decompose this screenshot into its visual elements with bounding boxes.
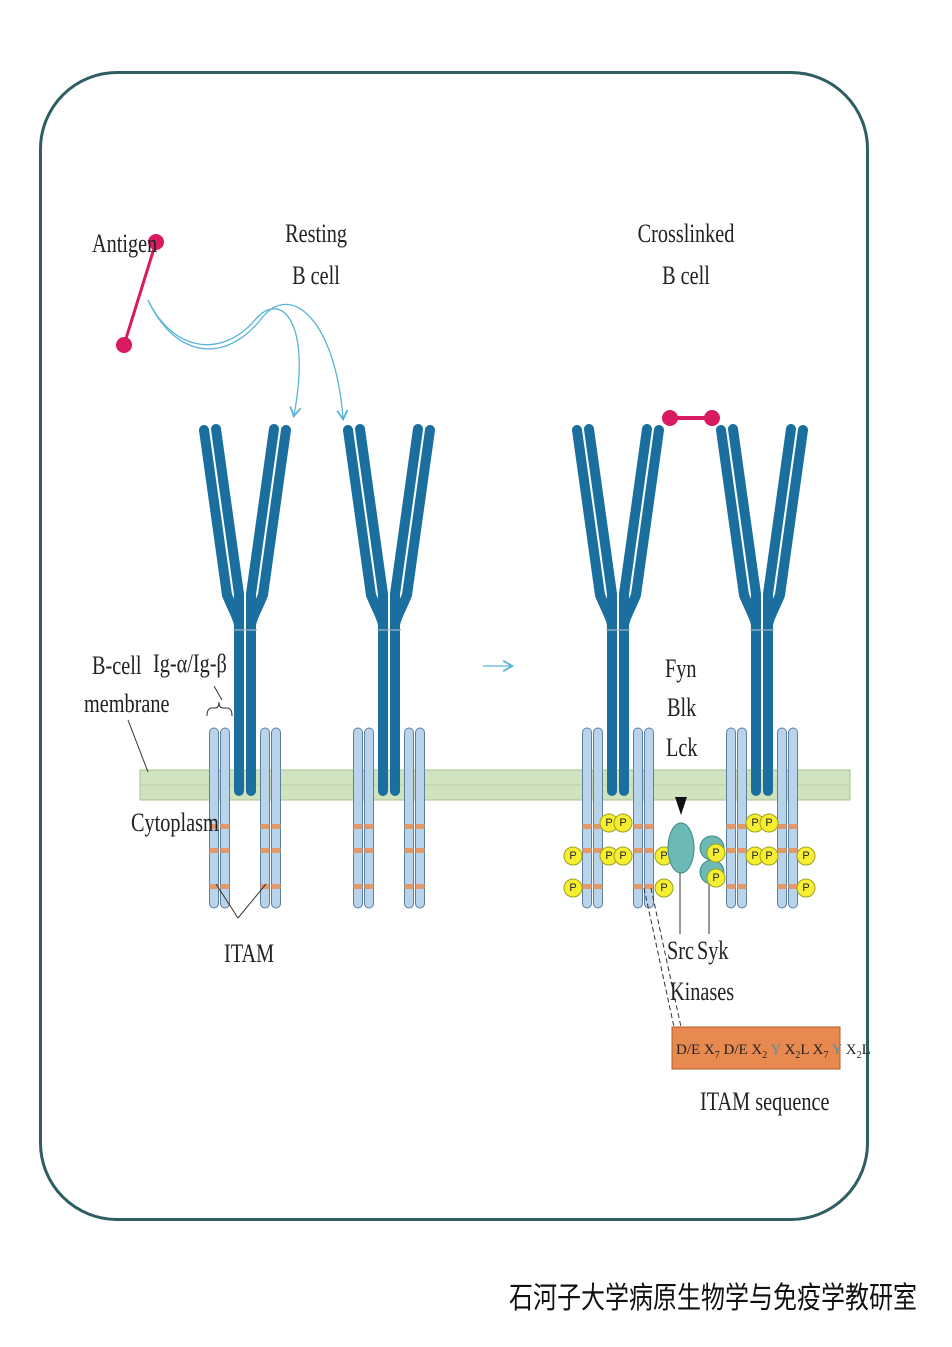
svg-text:P: P — [605, 850, 612, 862]
bcell-membrane-label-line1: B-cell — [92, 652, 142, 681]
blk-label: Blk — [667, 694, 697, 723]
fyn-label: Fyn — [665, 655, 697, 684]
svg-text:P: P — [802, 850, 809, 862]
resting-label-line1: Resting — [285, 220, 347, 249]
resting-label-line2: B cell — [292, 262, 340, 291]
phosphate-labels: P P P P P P P P P P P P P P — [569, 817, 809, 894]
syk-label: Syk — [697, 937, 729, 966]
crosslinked-label-line1: Crosslinked — [638, 220, 735, 249]
kinases-label: Kinases — [670, 978, 734, 1007]
svg-text:P: P — [569, 882, 576, 894]
antigen-binding-arrows — [147, 299, 343, 418]
src-family-kinase — [667, 797, 695, 874]
svg-text:P: P — [660, 882, 667, 894]
antigen-molecule — [116, 234, 164, 353]
b-cell-receptors — [204, 429, 803, 791]
svg-text:P: P — [712, 847, 719, 859]
svg-text:P: P — [660, 850, 667, 862]
cytoplasm-label: Cytoplasm — [131, 809, 219, 838]
svg-text:P: P — [569, 850, 576, 862]
crosslinking-antigen — [662, 410, 720, 426]
itam-sequence-text: D/E X7 D/E X2 Y X2L X7 Y X2L — [676, 1042, 871, 1061]
svg-text:P: P — [765, 850, 772, 862]
svg-text:P: P — [619, 850, 626, 862]
itam-label: ITAM — [224, 940, 274, 969]
footer-institution: 石河子大学病原生物学与免疫学教研室 — [509, 1281, 917, 1316]
bcell-membrane-label-line2: membrane — [84, 690, 170, 719]
src-label: Src — [667, 937, 694, 966]
lck-label: Lck — [666, 734, 698, 763]
ig-alpha-beta-brace — [206, 701, 233, 717]
antigen-label: Antigen — [92, 230, 158, 259]
svg-text:P: P — [765, 817, 772, 829]
svg-text:P: P — [619, 817, 626, 829]
svg-text:P: P — [712, 872, 719, 884]
ig-alpha-beta-label: Ig-α/Ig-β — [153, 650, 227, 679]
svg-text:P: P — [605, 817, 612, 829]
itam-sequence-caption: ITAM sequence — [700, 1088, 829, 1117]
itam-sequence-box: D/E X7 D/E X2 Y X2L X7 Y X2L — [671, 1026, 871, 1070]
svg-text:P: P — [802, 882, 809, 894]
svg-text:P: P — [751, 817, 758, 829]
syk-kinase: P P — [699, 835, 726, 888]
crosslinked-label-line2: B cell — [662, 262, 710, 291]
svg-text:P: P — [751, 850, 758, 862]
